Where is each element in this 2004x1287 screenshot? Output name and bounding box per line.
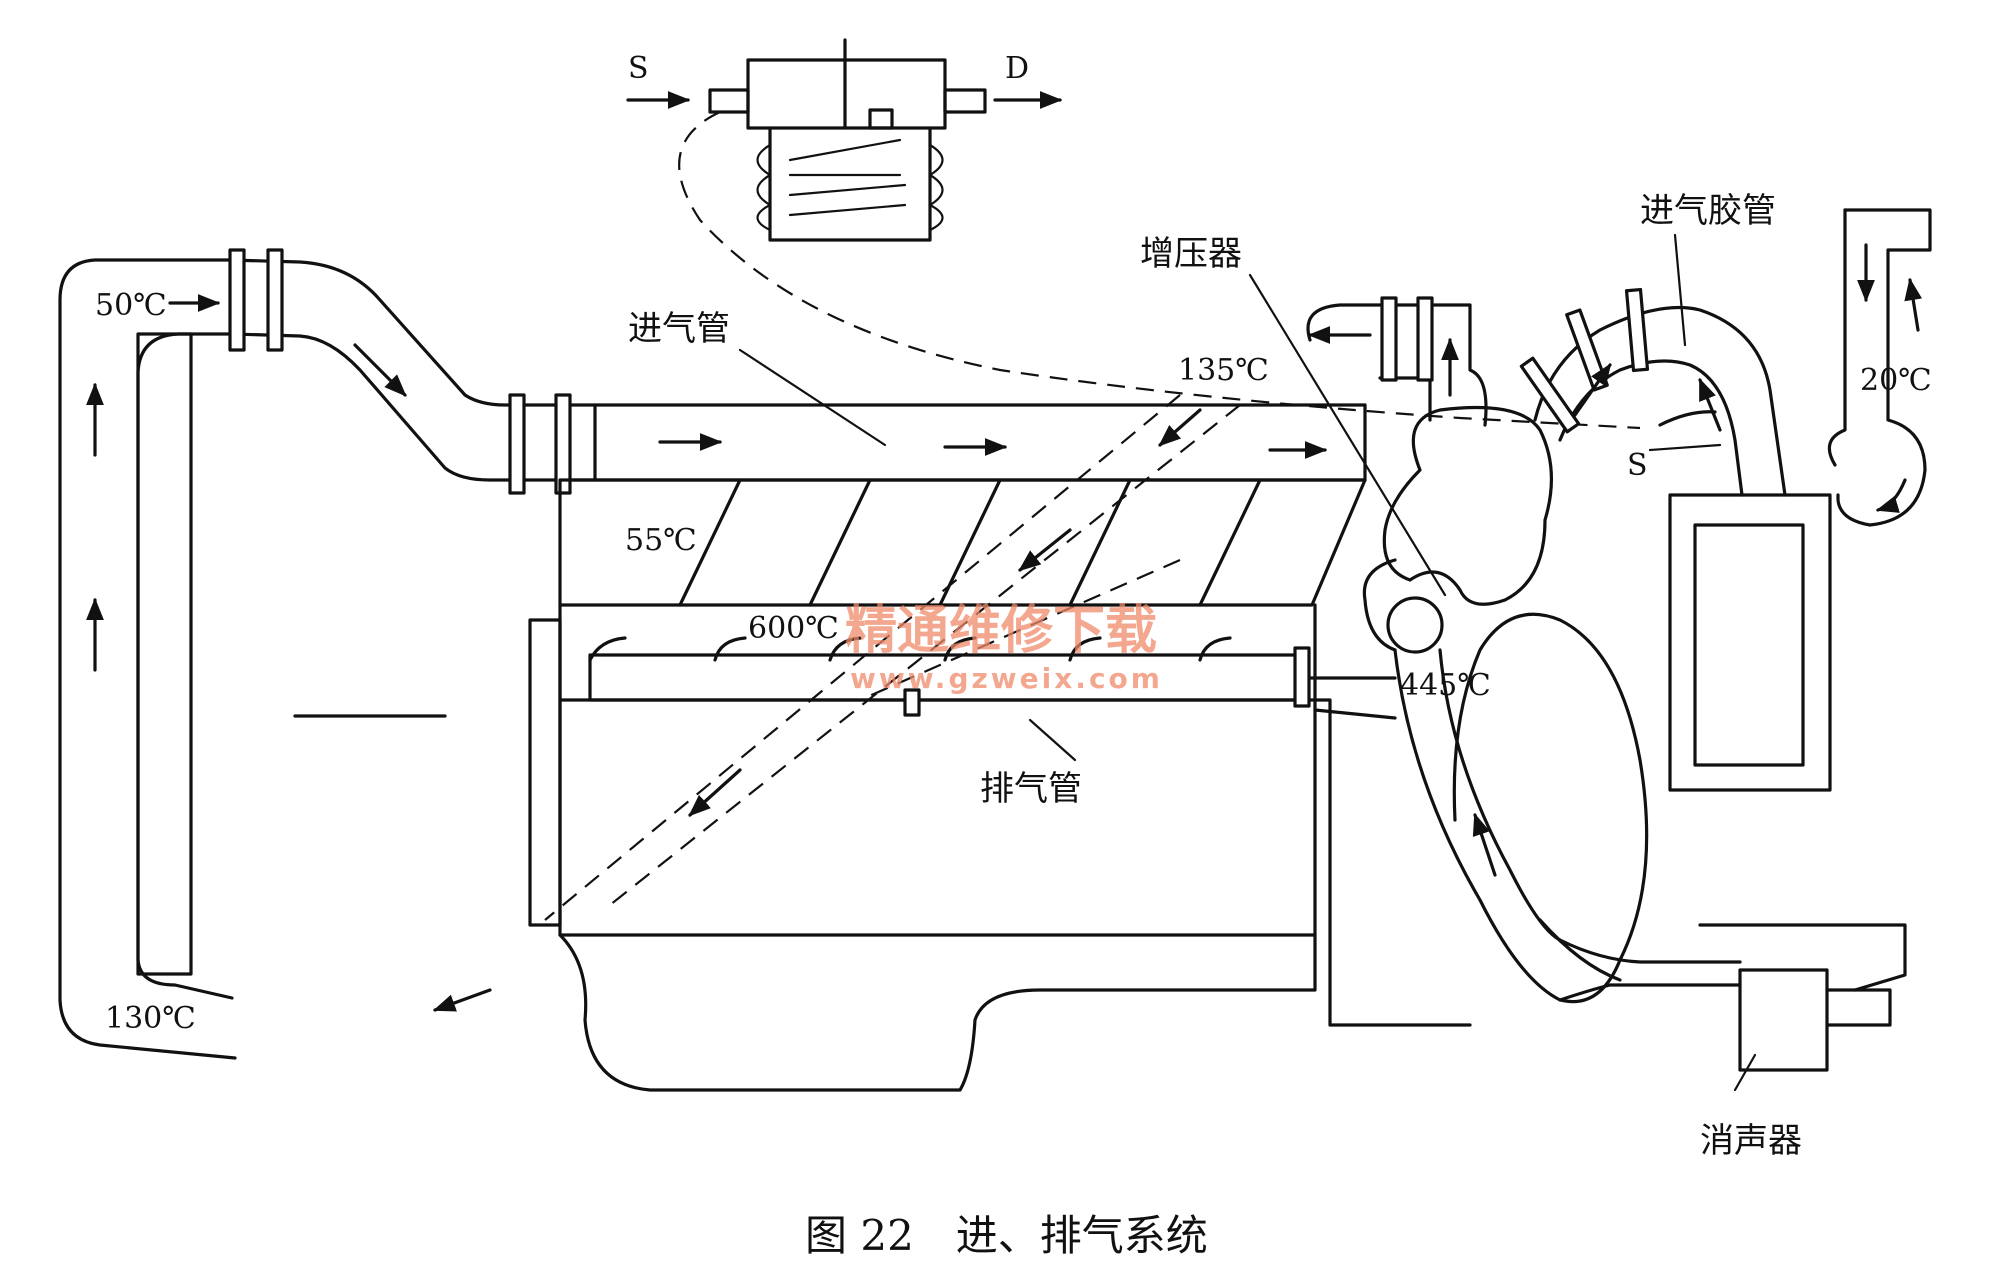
hose-clamp-3 xyxy=(1624,287,1650,373)
intercooler xyxy=(58,258,447,1060)
label-intake-hose: 进气胶管 xyxy=(1640,191,1776,231)
label-muffler: 消声器 xyxy=(1700,1121,1802,1161)
label-valve-s: S xyxy=(628,51,649,86)
manifold-flange xyxy=(1293,646,1311,708)
air-cleaner xyxy=(1519,208,1932,792)
wastegate-actuator xyxy=(626,38,1063,242)
turbo-clamp-2 xyxy=(1416,296,1434,382)
figure-caption: 图 22 进、排气系统 xyxy=(805,1211,1208,1260)
clamp-1 xyxy=(228,248,246,352)
temp-55: 55℃ xyxy=(625,523,697,558)
temp-600: 600℃ xyxy=(748,611,839,646)
temp-135: 135℃ xyxy=(1178,353,1269,388)
temp-50: 50℃ xyxy=(95,288,167,323)
manifold-clamp xyxy=(903,688,921,717)
temp-445: 445℃ xyxy=(1400,668,1491,703)
flow-arrows xyxy=(86,243,1923,1012)
label-intake-pipe: 进气管 xyxy=(628,309,730,349)
turbocharger xyxy=(1306,296,1742,1004)
watermark-line-2: www.gzweix.com xyxy=(850,662,1163,695)
exhaust-manifold xyxy=(588,636,1397,720)
watermark-line-1: 精通维修下载 xyxy=(845,601,1157,661)
intake-pipe xyxy=(228,248,1367,495)
label-hose-s: S xyxy=(1627,448,1648,483)
clamp-4 xyxy=(554,393,572,495)
dashed-lines xyxy=(544,111,1641,921)
muffler xyxy=(1698,923,1907,1072)
clamp-2 xyxy=(266,248,284,352)
turbo-clamp-1 xyxy=(1380,296,1398,382)
label-turbocharger: 增压器 xyxy=(1140,234,1242,274)
clamp-3 xyxy=(508,393,526,495)
hose-clamp-1 xyxy=(1519,356,1581,434)
temp-130: 130℃ xyxy=(105,1001,196,1036)
leader-lines xyxy=(738,233,1757,1092)
label-exhaust-manifold: 排气管 xyxy=(980,769,1082,809)
label-valve-d: D xyxy=(1005,51,1029,86)
temp-20: 20℃ xyxy=(1860,363,1932,398)
